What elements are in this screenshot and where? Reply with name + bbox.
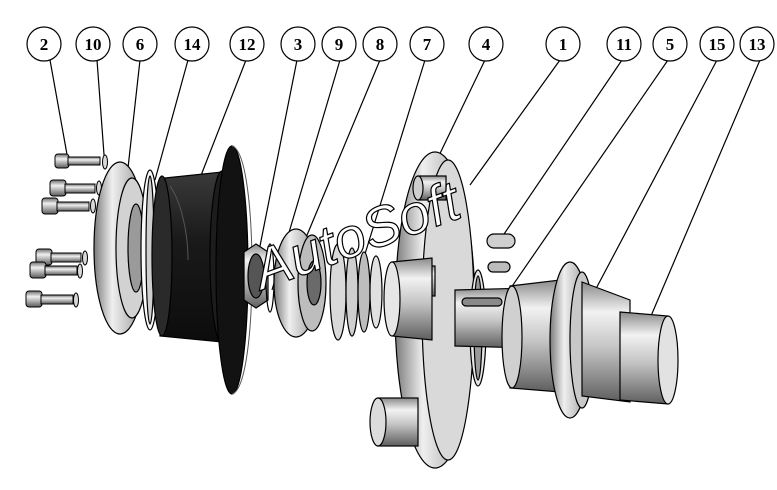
leader-line-12 — [199, 59, 247, 179]
callout-8: 8 — [362, 26, 398, 62]
callout-9: 9 — [321, 26, 357, 62]
callout-label-13: 13 — [749, 35, 766, 54]
callout-label-9: 9 — [335, 35, 344, 54]
callout-label-5: 5 — [666, 35, 675, 54]
callout-label-10: 10 — [85, 35, 102, 54]
callout-label-15: 15 — [709, 35, 726, 54]
callout-12: 12 — [229, 26, 265, 62]
callout-15: 15 — [699, 26, 735, 62]
brake-drum-part — [151, 145, 253, 395]
callout-4: 4 — [468, 26, 504, 62]
bolt — [25, 290, 74, 308]
leader-line-3 — [259, 59, 298, 247]
bolt — [49, 179, 96, 197]
callout-label-8: 8 — [376, 35, 385, 54]
leader-line-14 — [154, 59, 189, 181]
keyway — [461, 297, 503, 307]
washer — [102, 154, 108, 170]
callout-label-14: 14 — [184, 35, 202, 54]
leader-line-6 — [127, 59, 141, 169]
leader-line-13 — [644, 59, 761, 331]
hub-flange-part — [369, 151, 476, 469]
callout-1: 1 — [545, 26, 581, 62]
leader-line-10 — [96, 59, 106, 169]
nut-part — [243, 243, 269, 309]
bolt — [29, 261, 78, 279]
leader-line-8 — [304, 59, 381, 241]
washer — [90, 198, 96, 214]
leader-line-1 — [469, 59, 561, 186]
callout-2: 2 — [26, 26, 62, 62]
callout-label-6: 6 — [136, 35, 145, 54]
callout-label-7: 7 — [423, 35, 432, 54]
washer — [73, 292, 79, 308]
seal-rings-part — [329, 243, 383, 341]
callout-3: 3 — [280, 26, 316, 62]
callout-label-3: 3 — [294, 35, 303, 54]
washer — [82, 250, 88, 266]
outer-bearing-part — [273, 228, 327, 338]
callouts: 2 10 6 14 12 3 9 8 — [26, 26, 775, 62]
leader-line-15 — [589, 59, 718, 301]
washers — [73, 154, 108, 308]
spindle-part — [454, 261, 679, 419]
callout-14: 14 — [174, 26, 210, 62]
callout-10: 10 — [75, 26, 111, 62]
key-part — [486, 233, 516, 273]
callout-13: 13 — [739, 26, 775, 62]
bolt — [35, 248, 82, 266]
washer — [77, 263, 83, 279]
callout-label-12: 12 — [239, 35, 256, 54]
callout-7: 7 — [409, 26, 445, 62]
callout-5: 5 — [652, 26, 688, 62]
callout-label-11: 11 — [616, 35, 632, 54]
bolts — [25, 153, 101, 308]
callout-label-4: 4 — [482, 35, 491, 54]
callout-label-1: 1 — [559, 35, 568, 54]
bolt — [54, 153, 101, 169]
leader-line-11 — [499, 59, 623, 241]
callout-11: 11 — [606, 26, 642, 62]
callout-label-2: 2 — [40, 35, 49, 54]
hub-cap-part — [93, 161, 149, 335]
callout-6: 6 — [122, 26, 158, 62]
leader-line-2 — [49, 59, 69, 161]
bolt — [41, 197, 90, 215]
